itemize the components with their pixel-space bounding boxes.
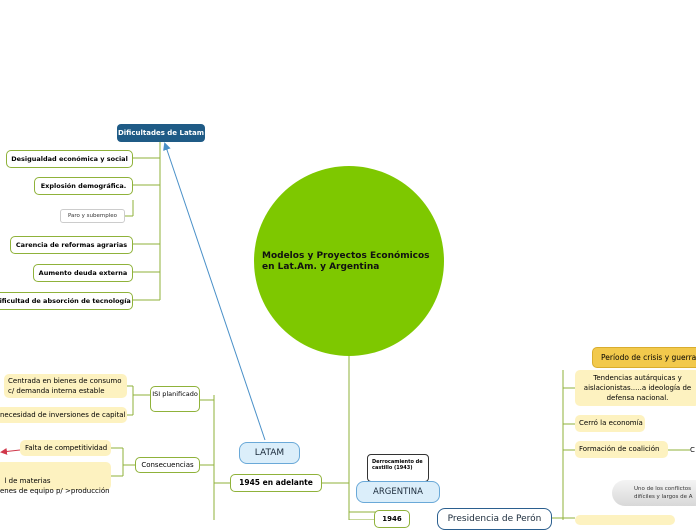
consecuencia-label: l de materias enes de equipo p/ >producc… <box>0 477 110 495</box>
consecuencias-label: Consecuencias <box>141 461 194 469</box>
dificultad-deuda[interactable]: Aumento deuda externa <box>33 264 133 282</box>
coalicion-child[interactable]: C <box>690 443 696 457</box>
presidencia-label: Presidencia de Perón <box>447 514 542 524</box>
dificultades-node[interactable]: Dificultades de Latam <box>117 124 205 142</box>
crisis-node[interactable]: Período de crisis y guerra <box>592 347 696 368</box>
dificultad-label: Aumento deuda externa <box>38 269 128 277</box>
argentina-node[interactable]: ARGENTINA <box>356 481 440 503</box>
crisis-item-coalicion[interactable]: Formación de coalición <box>575 441 668 458</box>
crisis-item-cerro[interactable]: Cerró la economía <box>575 415 645 432</box>
crisis-item-label: Cerró la economía <box>579 419 643 427</box>
consecuencia-competitividad[interactable]: Falta de competitividad <box>20 440 111 456</box>
year-1946-node[interactable]: 1946 <box>374 510 410 528</box>
derrocamiento-label: Derrocamiento de castillo (1943) <box>372 459 423 471</box>
coalicion-child-label: C <box>690 446 695 454</box>
latam-label: LATAM <box>254 448 285 458</box>
dificultad-label: Carencia de reformas agrarias <box>15 241 128 249</box>
conflictos-label: Uno de los conflictos difíciles y largos… <box>634 486 693 500</box>
latam-node[interactable]: LATAM <box>239 442 300 464</box>
conflictos-node[interactable]: Uno de los conflictos difíciles y largos… <box>612 480 696 506</box>
dificultad-desigualdad[interactable]: Desigualdad económica y social <box>6 150 133 168</box>
consecuencia-label: Falta de competitividad <box>25 444 108 452</box>
isi-item-label: Centrada en bienes de consumo c/ demanda… <box>8 377 122 395</box>
argentina-label: ARGENTINA <box>373 487 423 497</box>
isi-node[interactable]: ISI planificado <box>150 386 200 412</box>
dificultad-explosion[interactable]: Explosión demográfica. <box>34 177 133 195</box>
isi-item-inversiones[interactable]: necesidad de inversiones de capital <box>0 407 127 423</box>
isi-label: ISI planificado <box>152 390 198 398</box>
consecuencia-materias[interactable]: l de materias enes de equipo p/ >producc… <box>0 462 111 495</box>
dificultad-label: Dificultad de absorción de tecnología <box>0 297 131 305</box>
dificultad-tecnologia[interactable]: Dificultad de absorción de tecnología <box>0 292 133 310</box>
consecuencias-node[interactable]: Consecuencias <box>135 457 200 473</box>
isi-item-label: necesidad de inversiones de capital <box>0 411 126 419</box>
presidencia-peron-node[interactable]: Presidencia de Perón <box>437 508 552 530</box>
central-topic[interactable] <box>254 166 444 356</box>
dificultades-title: Dificultades de Latam <box>117 129 205 137</box>
crisis-title: Período de crisis y guerra <box>601 353 696 362</box>
year-label: 1946 <box>382 515 402 523</box>
dificultad-paro[interactable]: Paro y subempleo <box>60 209 125 223</box>
dificultad-label: Explosión demográfica. <box>40 182 127 190</box>
dificultad-label: Paro y subempleo <box>67 213 118 219</box>
crisis-item-label: Tendencias autárquicas y aislacionistas.… <box>583 374 692 402</box>
latam-period-node[interactable]: 1945 en adelante <box>230 474 322 492</box>
central-topic-title: Modelos y Proyectos Económicos en Lat.Am… <box>262 251 430 272</box>
crisis-item-partial[interactable] <box>575 515 675 525</box>
crisis-item-label: Formación de coalición <box>579 445 660 453</box>
dificultad-label: Desigualdad económica y social <box>11 155 128 163</box>
dificultad-reformas[interactable]: Carencia de reformas agrarias <box>10 236 133 254</box>
isi-item-bienes[interactable]: Centrada en bienes de consumo c/ demanda… <box>4 374 127 398</box>
crisis-item-tendencias[interactable]: Tendencias autárquicas y aislacionistas.… <box>575 370 696 406</box>
latam-period-label: 1945 en adelante <box>239 478 313 487</box>
derrocamiento-note[interactable]: Derrocamiento de castillo (1943) <box>367 454 429 482</box>
